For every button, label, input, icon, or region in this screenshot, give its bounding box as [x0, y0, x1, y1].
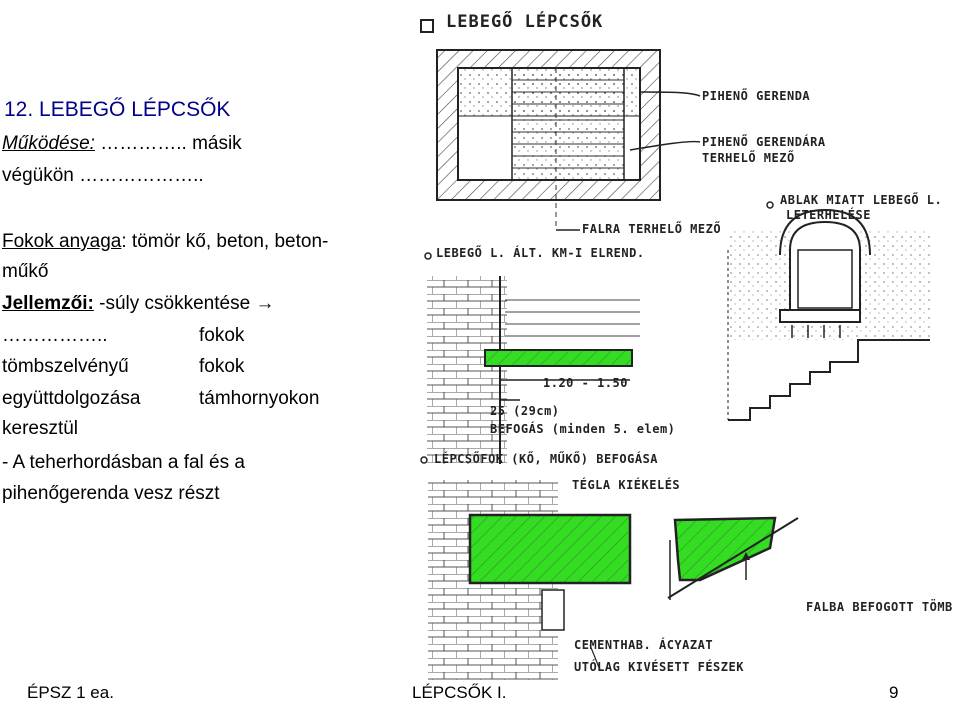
row3-left: együttdolgozása	[2, 388, 141, 409]
row1-right: fokok	[199, 325, 245, 346]
jellemzoi-label: Jellemzői:	[2, 293, 94, 314]
mukodese-label: Működése:	[2, 133, 95, 154]
window-load-sketch	[727, 201, 930, 421]
section-general-arrangement	[424, 252, 640, 464]
muko-line: műkő	[2, 261, 49, 282]
sketch-label-piheno-gerenda: PIHENŐ GERENDA	[702, 89, 811, 103]
keresztul-line: keresztül	[2, 418, 79, 439]
sketch-label-cement-1: CEMENTHAB. ÁCYAZAT	[574, 638, 714, 652]
teherhordas-line-1: - A teherhordásban a fal és a	[2, 452, 245, 473]
row2-right: fokok	[199, 356, 245, 377]
sketch-label-gerenda-mezo-2: TERHELŐ MEZŐ	[702, 151, 795, 165]
sketch-label-alt-km: LEBEGŐ L. ÁLT. KM-I ELREND.	[436, 246, 645, 260]
sketch-heading: LEBEGŐ LÉPCSŐK	[446, 12, 604, 32]
sketch-label-befogas: BEFOGÁS (minden 5. elem)	[490, 422, 676, 436]
row1-left: ……………..	[2, 325, 108, 346]
sketch-label-tegla: TÉGLA KIÉKELÉS	[572, 478, 681, 492]
fokok-anyaga-label: Fokok anyaga	[2, 231, 122, 252]
wall-block-detail	[667, 516, 799, 600]
jellemzoi-line: Jellemzői: -súly csökkentése →	[2, 293, 274, 315]
sketch-label-dim-embed: 25 (29cm)	[490, 404, 560, 418]
row3-right: támhornyokon	[199, 388, 320, 409]
mukodese-line: Működése: ………….. másik	[2, 133, 242, 155]
sketch-label-falra-mezo: FALRA TERHELŐ MEZŐ	[582, 222, 722, 236]
footer-page-number: 9	[889, 683, 899, 702]
sketch-label-cement-2: UTÓLAG KIVÉSETT FÉSZEK	[574, 660, 744, 674]
footer-course: ÉPSZ 1 ea.	[27, 683, 114, 702]
fokok-anyaga-text: : tömör kő, beton, beton-	[121, 231, 329, 252]
sketch-label-ablak-1: ABLAK MIATT LEBEGŐ L.	[780, 193, 943, 207]
sketch-label-ablak-2: LETERHELÉSE	[786, 208, 871, 222]
row2-left: tömbszelvényű	[2, 356, 129, 377]
sketch-label-dim-width: 1.20 - 1.50	[543, 376, 628, 390]
step-embedding-detail	[420, 456, 632, 680]
mukodese-text: ………….. másik	[94, 133, 242, 154]
slide-title: 12. LEBEGŐ LÉPCSŐK	[4, 98, 231, 121]
sketch-label-gerenda-mezo-1: PIHENŐ GERENDÁRA	[702, 135, 826, 149]
jellemzoi-text: -súly csökkentése →	[93, 293, 275, 314]
sketch-label-lepcsofok: LÉPCSŐFOK (KŐ, MŰKŐ) BEFOGÁSA	[434, 452, 659, 466]
fokok-anyaga-line: Fokok anyaga: tömör kő, beton, beton-	[2, 231, 328, 253]
teherhordas-line-2: pihenőgerenda vesz részt	[2, 483, 220, 504]
sketch-label-falba: FALBA BEFOGOTT TÖMB	[806, 600, 953, 614]
heading-checkbox-icon	[420, 19, 434, 33]
footer-chapter: LÉPCSŐK I.	[412, 683, 507, 702]
plan-view	[436, 49, 701, 231]
vegukon-line: végükön ………………..	[2, 165, 204, 186]
